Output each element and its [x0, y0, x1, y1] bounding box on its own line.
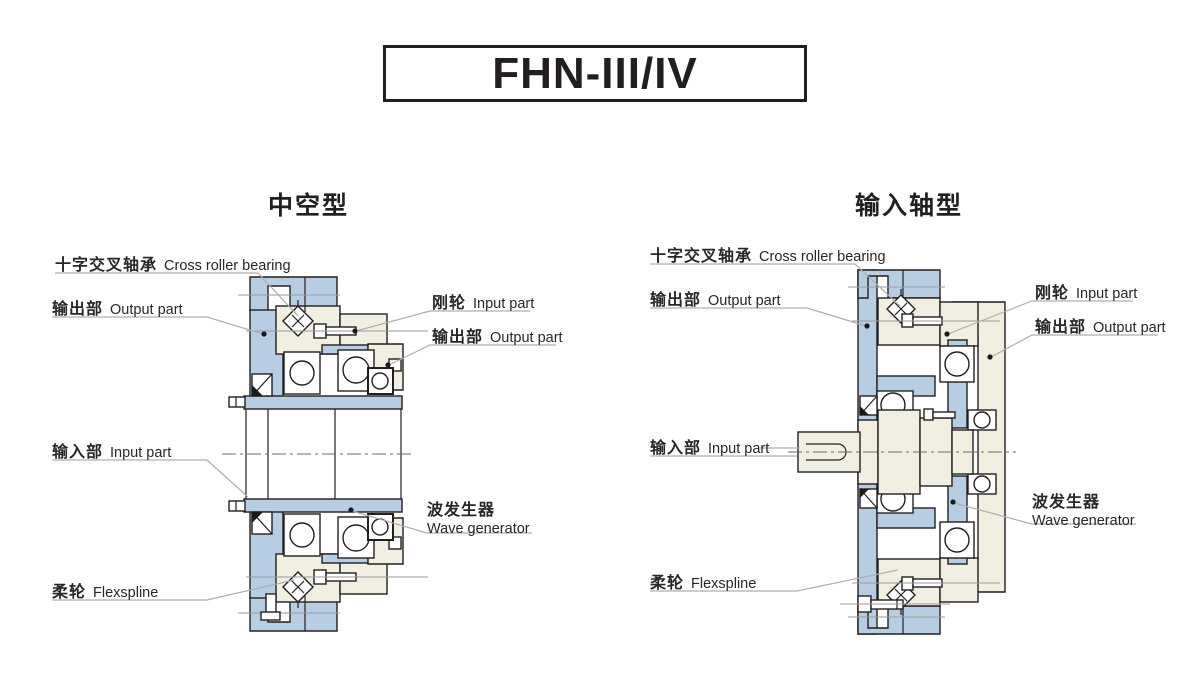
heading-hollow-type: 中空型 — [268, 192, 350, 220]
title-label: FHN-III/IV — [492, 48, 698, 98]
hollow-type-diagram — [222, 276, 429, 632]
input-shaft-type-diagram — [788, 269, 1016, 635]
heading-input-shaft-type: 输入轴型 — [855, 192, 964, 220]
title-box: FHN-III/IV — [383, 45, 807, 102]
leader-lines — [52, 263, 1158, 601]
